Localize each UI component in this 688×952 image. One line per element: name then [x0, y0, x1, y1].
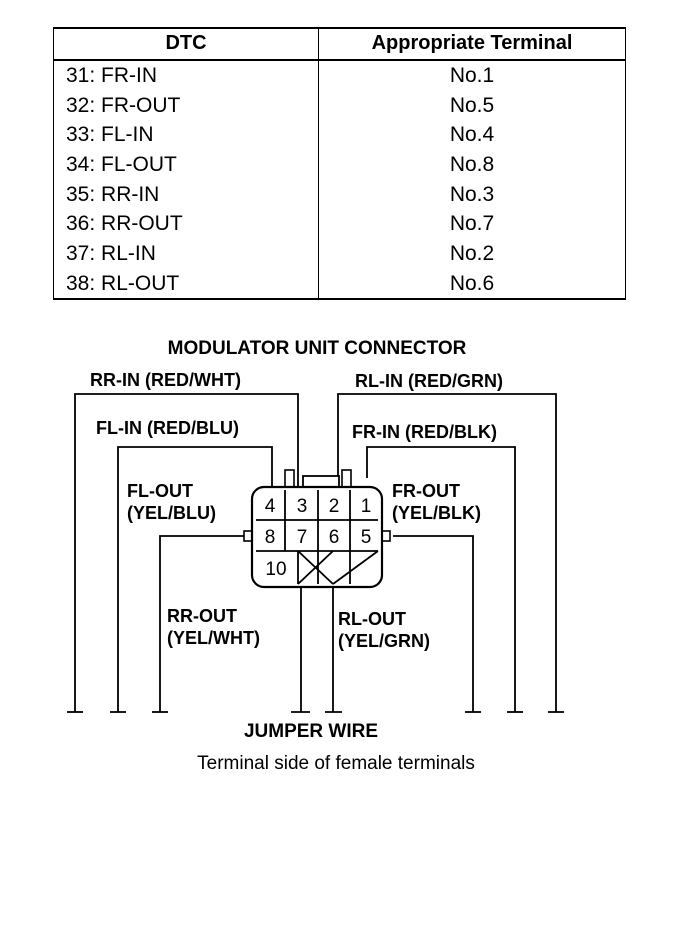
pin-2: 2 — [329, 496, 340, 517]
label-rl-out: RL-OUT — [338, 609, 406, 629]
wire-fl-in — [117, 446, 273, 712]
label-fr-in: FR-IN (RED/BLK) — [352, 422, 497, 442]
dtc-cell: 34: FL-OUT — [53, 149, 319, 180]
dtc-cell: 33: FL-IN — [53, 120, 319, 150]
diagram-title: MODULATOR UNIT CONNECTOR — [168, 338, 467, 359]
label-fr-out: FR-OUT — [392, 481, 460, 501]
terminal-cell: No.2 — [318, 238, 626, 269]
pin-7: 7 — [297, 527, 308, 548]
pin-5: 5 — [361, 527, 372, 548]
pin-1: 1 — [361, 496, 372, 517]
wire-fl-out — [159, 535, 246, 712]
jumper-wire-label: JUMPER WIRE — [244, 721, 378, 742]
label-fl-in: FL-IN (RED/BLU) — [96, 418, 239, 438]
dtc-cell: 36: RR-OUT — [53, 209, 319, 239]
pin-6: 6 — [329, 527, 340, 548]
header-appropriate-terminal: Appropriate Terminal — [318, 27, 626, 61]
label-fl-out-color: (YEL/BLU) — [127, 503, 216, 523]
label-fr-out-color: (YEL/BLK) — [392, 503, 481, 523]
wire-rr-in — [74, 393, 299, 712]
wire-fr-in — [366, 446, 516, 712]
wires — [74, 393, 557, 712]
dtc-cell: 31: FR-IN — [53, 59, 319, 91]
label-rr-out: RR-OUT — [167, 606, 237, 626]
pin-4: 4 — [265, 496, 276, 517]
dtc-cell: 35: RR-IN — [53, 179, 319, 210]
header-dtc: DTC — [53, 27, 319, 61]
label-fl-out: FL-OUT — [127, 481, 193, 501]
pin-8: 8 — [265, 527, 276, 548]
dtc-cell: 38: RL-OUT — [53, 268, 319, 301]
terminal-cell: No.3 — [318, 179, 626, 210]
wire-fr-out — [393, 535, 474, 712]
modulator-connector — [243, 469, 391, 589]
label-rl-out-color: (YEL/GRN) — [338, 631, 430, 651]
pin-3: 3 — [297, 496, 308, 517]
terminal-cell: No.5 — [318, 90, 626, 121]
connector-diagram: MODULATOR UNIT CONNECTOR RR-IN (RED/WHT)… — [67, 338, 564, 774]
label-rr-in: RR-IN (RED/WHT) — [90, 370, 241, 390]
terminal-cell: No.1 — [318, 59, 626, 91]
terminal-cell: No.8 — [318, 149, 626, 180]
dtc-cell: 37: RL-IN — [53, 238, 319, 269]
terminal-cell: No.4 — [318, 120, 626, 150]
dtc-cell: 32: FR-OUT — [53, 90, 319, 121]
terminal-cell: No.6 — [318, 268, 626, 301]
table-header-row: DTC Appropriate Terminal — [53, 27, 626, 61]
label-rr-out-color: (YEL/WHT) — [167, 628, 260, 648]
label-rl-in: RL-IN (RED/GRN) — [355, 371, 503, 391]
wire-rl-in — [337, 393, 557, 712]
pin-10: 10 — [265, 559, 286, 580]
diagram-caption: Terminal side of female terminals — [197, 753, 475, 774]
terminal-cell: No.7 — [318, 209, 626, 239]
